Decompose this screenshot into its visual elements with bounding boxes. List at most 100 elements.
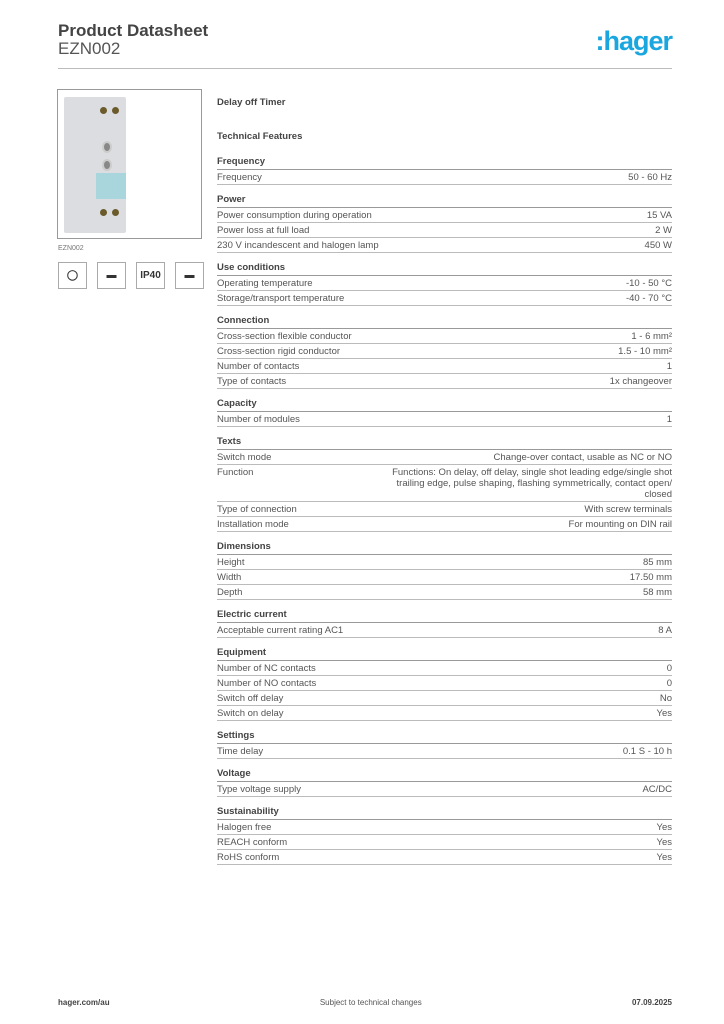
spec-row: Switch mode Change-over contact, usable a… — [217, 450, 672, 465]
spec-value: 17.50 mm — [629, 572, 672, 583]
section-title: Frequency — [217, 156, 672, 170]
spec-value: 50 - 60 Hz — [628, 172, 672, 183]
spec-label: Depth — [217, 587, 243, 598]
spec-label: Installation mode — [217, 519, 289, 530]
spec-row: Frequency 50 - 60 Hz — [217, 170, 672, 185]
spec-label: Power loss at full load — [217, 225, 310, 236]
section-title: Sustainability — [217, 806, 672, 820]
spec-value: For mounting on DIN rail — [568, 519, 672, 530]
spec-row: Installation mode For mounting on DIN rai… — [217, 517, 672, 532]
spec-label: Operating temperature — [217, 278, 313, 289]
footer-notice: Subject to technical changes — [319, 998, 422, 1007]
section-title: Use conditions — [217, 262, 672, 276]
features-title: Technical Features — [217, 131, 303, 142]
spec-label: Time delay — [217, 746, 264, 757]
spec-value: 1.5 - 10 mm² — [618, 346, 672, 357]
spec-value: 58 mm — [642, 587, 672, 598]
section-title: Capacity — [217, 398, 672, 412]
spec-row: REACH conform Yes — [217, 835, 672, 850]
section-title: Settings — [217, 730, 672, 744]
spec-label: Frequency — [217, 172, 262, 183]
spec-value: 1 — [666, 361, 672, 372]
spec-value: Change-over contact, usable as NC or NO — [493, 452, 672, 463]
spec-value: 85 mm — [642, 557, 672, 568]
section-title: Texts — [217, 436, 672, 450]
footer-website[interactable]: hager.com/au — [58, 998, 110, 1007]
spec-value: 1 — [666, 414, 672, 425]
footer: hager.com/au Subject to technical change… — [58, 998, 672, 1007]
spec-row: 230 V incandescent and halogen lamp 450 W — [217, 238, 672, 253]
device-illustration — [64, 97, 126, 233]
spec-value: Functions: On delay, off delay, single s… — [392, 467, 672, 500]
spec-label: Cross-section rigid conductor — [217, 346, 341, 357]
spec-row: Time delay 0.1 S - 10 h — [217, 744, 672, 759]
spec-label: Cross-section flexible conductor — [217, 331, 352, 342]
spec-value: Yes — [656, 837, 673, 848]
spec-label: Type of connection — [217, 504, 297, 515]
spec-value: 0.1 S - 10 h — [622, 746, 672, 757]
spec-row: Cross-section rigid conductor 1.5 - 10 mm… — [217, 344, 672, 359]
spec-label: Type of contacts — [217, 376, 287, 387]
spec-value: Yes — [656, 852, 673, 863]
spec-value: -40 - 70 °C — [625, 293, 672, 304]
spec-value: 450 W — [644, 240, 672, 251]
spec-value: 1x changeover — [609, 376, 672, 387]
spec-value: -10 - 50 °C — [625, 278, 672, 289]
section-title: Equipment — [217, 647, 672, 661]
spec-value: 8 A — [658, 625, 672, 636]
spec-row: Switch on delay Yes — [217, 706, 672, 721]
spec-row: Storage/transport temperature-40 - 70 °C — [217, 291, 672, 306]
product-image — [57, 89, 202, 239]
image-caption: EZN002 — [58, 245, 84, 252]
spec-label: Height — [217, 557, 245, 568]
spec-value: Yes — [656, 822, 673, 833]
spec-row: Operating temperature -10 - 50 °C — [217, 276, 672, 291]
spec-label: Number of modules — [217, 414, 300, 425]
spec-row: Height 85 mm — [217, 555, 672, 570]
spec-row: Function Functions: On delay, off delay, … — [217, 465, 672, 502]
spec-label: 230 V incandescent and halogen lamp — [217, 240, 379, 251]
feature-badges: ◯ ▬ IP40 ▬ — [58, 262, 204, 289]
spec-value: 15 VA — [646, 210, 672, 221]
screw-terminal-icon: ▬ — [97, 262, 126, 289]
spec-row: Cross-section flexible conductor 1 - 6 mm… — [217, 329, 672, 344]
spec-label: Function — [217, 467, 254, 478]
spec-value: 1 - 6 mm² — [631, 331, 672, 342]
spec-label: Width — [217, 572, 242, 583]
spec-label: Power consumption during operation — [217, 210, 372, 221]
spec-value: 0 — [666, 663, 672, 674]
hager-logo: :hager — [595, 26, 673, 56]
spec-label: Number of NO contacts — [217, 678, 317, 689]
spec-label: Acceptable current rating AC1 — [217, 625, 344, 636]
header-divider — [58, 68, 672, 69]
spec-label: Switch on delay — [217, 708, 284, 719]
spec-value: Yes — [656, 708, 673, 719]
spec-value: No — [659, 693, 672, 704]
spec-row: Acceptable current rating AC1 8 A — [217, 623, 672, 638]
spec-label: Switch mode — [217, 452, 272, 463]
spec-value: 2 W — [655, 225, 672, 236]
product-code: EZN002 — [58, 39, 121, 58]
spec-row: Width 17.50 mm — [217, 570, 672, 585]
footer-date: 07.09.2025 — [631, 998, 672, 1007]
spec-row: Power loss at full load 2 W — [217, 223, 672, 238]
spec-label: REACH conform — [217, 837, 288, 848]
din-rail-icon: ▬ — [175, 262, 204, 289]
ip40-badge: IP40 — [136, 262, 165, 289]
spec-row: Power consumption during operation 15 VA — [217, 208, 672, 223]
spec-label: Number of NC contacts — [217, 663, 316, 674]
